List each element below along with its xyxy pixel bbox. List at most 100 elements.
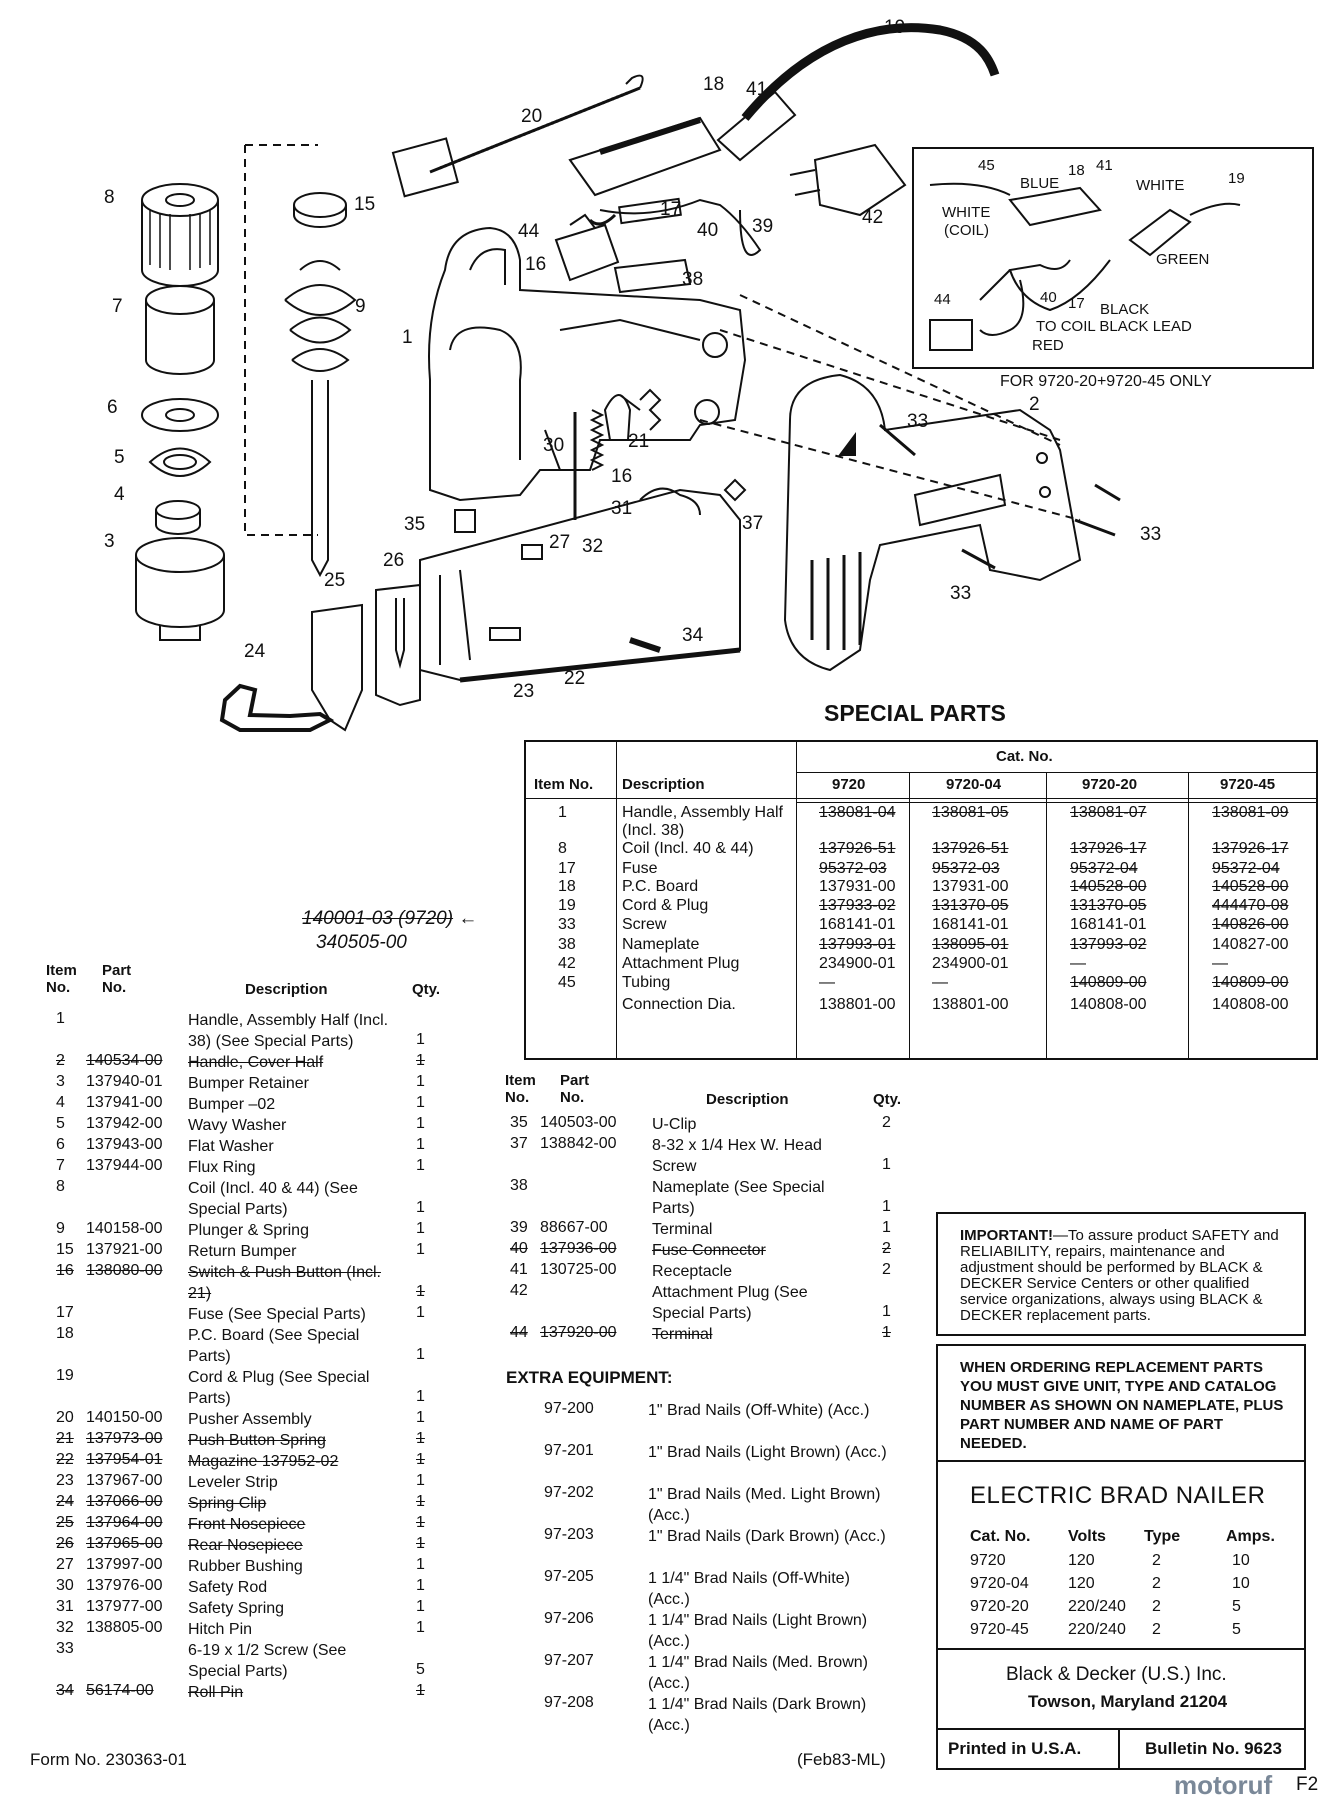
part-no: 140503-00 bbox=[540, 1114, 617, 1131]
part-description: Attachment Plug (See Special Parts) bbox=[652, 1284, 808, 1322]
item-no: 27 bbox=[56, 1556, 74, 1573]
part-no: 137941-00 bbox=[86, 1094, 163, 1111]
part-no: 137921-00 bbox=[86, 1241, 163, 1258]
svg-text:GREEN: GREEN bbox=[1156, 251, 1209, 268]
accessory-description: 1" Brad Nails (Off-White) (Acc.) bbox=[648, 1402, 870, 1419]
item-header: Item No. bbox=[46, 962, 77, 996]
item-no: 4 bbox=[56, 1094, 65, 1111]
item-no: 37 bbox=[510, 1135, 528, 1152]
part-header: Part No. bbox=[102, 962, 132, 996]
callout-2: 2 bbox=[1029, 394, 1040, 415]
item-no: 19 bbox=[56, 1367, 74, 1384]
catalog-part-number: 140809-00 bbox=[1070, 974, 1147, 991]
catalog-part-number: 140808-00 bbox=[1212, 996, 1289, 1013]
item-no: 34 bbox=[56, 1682, 74, 1699]
item-no: 40 bbox=[510, 1240, 528, 1257]
quantity: 1 bbox=[416, 1346, 425, 1363]
quantity: 2 bbox=[882, 1114, 891, 1131]
part-description: Attachment Plug bbox=[622, 955, 740, 972]
part-no: 56174-00 bbox=[86, 1682, 154, 1699]
callout-31: 31 bbox=[611, 498, 632, 519]
callout-38: 38 bbox=[682, 269, 703, 290]
callout-40: 40 bbox=[697, 220, 718, 241]
callout-3: 3 bbox=[104, 531, 115, 552]
svg-text:BLACK: BLACK bbox=[1100, 301, 1149, 318]
quantity: 1 bbox=[416, 1220, 425, 1237]
item-no: 38 bbox=[558, 936, 576, 953]
catalog-part-number: 131370-05 bbox=[932, 897, 1009, 914]
product-cell: 2 bbox=[1152, 1552, 1161, 1569]
part-no: 137944-00 bbox=[86, 1157, 163, 1174]
product-cell: 9720-20 bbox=[970, 1598, 1029, 1615]
quantity: 1 bbox=[416, 1619, 425, 1636]
part-description: Magazine 137952-02 bbox=[188, 1453, 339, 1470]
catalog-number: 97-207 bbox=[544, 1652, 594, 1669]
part-description: Coil (Incl. 40 & 44) (See Special Parts) bbox=[188, 1180, 358, 1218]
product-cell: 220/240 bbox=[1068, 1621, 1126, 1638]
part-no: 130725-00 bbox=[540, 1261, 617, 1278]
callout-5: 5 bbox=[114, 447, 125, 468]
catalog-part-number: — bbox=[1070, 955, 1086, 972]
product-header: Cat. No. bbox=[970, 1528, 1031, 1545]
model-header: 9720-20 bbox=[1082, 776, 1138, 793]
part-description: Flat Washer bbox=[188, 1138, 274, 1155]
product-cell: 9720-45 bbox=[970, 1621, 1029, 1638]
quantity: 1 bbox=[416, 1577, 425, 1594]
part-no: 88667-00 bbox=[540, 1219, 608, 1236]
qty-header: Qty. bbox=[412, 981, 441, 998]
part-description: Nameplate bbox=[622, 936, 700, 953]
part-no: 137977-00 bbox=[86, 1598, 163, 1615]
svg-text:17: 17 bbox=[1068, 295, 1085, 312]
catalog-part-number: 137926-17 bbox=[1070, 840, 1147, 857]
catalog-part-number: — bbox=[1212, 955, 1228, 972]
callout-16b: 16 bbox=[611, 466, 632, 487]
callout-24: 24 bbox=[244, 641, 266, 662]
catalog-part-number: 95372-03 bbox=[932, 860, 1000, 877]
quantity: 2 bbox=[882, 1261, 891, 1278]
item-no: 20 bbox=[56, 1409, 74, 1426]
item-no: 9 bbox=[56, 1220, 65, 1237]
svg-text:44: 44 bbox=[934, 291, 951, 308]
part-no: 137942-00 bbox=[86, 1115, 163, 1132]
quantity: 1 bbox=[416, 1493, 425, 1510]
callout-44: 44 bbox=[518, 221, 540, 242]
item-no: 45 bbox=[558, 974, 576, 991]
part-no: 138805-00 bbox=[86, 1619, 163, 1636]
part-no: 137997-00 bbox=[86, 1556, 163, 1573]
part-no: 137973-00 bbox=[86, 1430, 163, 1447]
part-no: 140534-00 bbox=[86, 1052, 163, 1069]
part-description: Fuse (See Special Parts) bbox=[188, 1306, 366, 1323]
accessory-description: 1" Brad Nails (Dark Brown) (Acc.) bbox=[648, 1528, 886, 1545]
quantity: 1 bbox=[416, 1472, 425, 1489]
callout-19: 19 bbox=[884, 17, 905, 38]
page-number: F2 bbox=[1296, 1774, 1319, 1795]
part-description: 8-32 x 1/4 Hex W. Head Screw bbox=[652, 1137, 822, 1175]
part-description: P.C. Board bbox=[622, 878, 699, 895]
catalog-part-number: 131370-05 bbox=[1070, 897, 1147, 914]
quantity: 5 bbox=[416, 1661, 425, 1678]
catalog-part-number: 95372-04 bbox=[1212, 860, 1280, 877]
qty-header: Qty. bbox=[873, 1091, 902, 1108]
item-no: 38 bbox=[510, 1177, 528, 1194]
catalog-part-number: 168141-01 bbox=[932, 916, 1009, 933]
part-description: Handle, Assembly Half (Incl. 38) bbox=[622, 804, 783, 839]
item-header: Item No. bbox=[505, 1072, 536, 1106]
callout-6: 6 bbox=[107, 397, 118, 418]
product-cell: 120 bbox=[1068, 1552, 1095, 1569]
part-description: Terminal bbox=[652, 1221, 713, 1238]
part-description: Fuse Connector bbox=[652, 1242, 766, 1259]
part-description: Bumper Retainer bbox=[188, 1075, 309, 1092]
part-description: Plunger & Spring bbox=[188, 1222, 309, 1239]
quantity: 1 bbox=[416, 1430, 425, 1447]
item-no: 23 bbox=[56, 1472, 74, 1489]
catalog-number: 97-200 bbox=[544, 1400, 594, 1417]
item-no: 26 bbox=[56, 1535, 74, 1552]
callout-32: 32 bbox=[582, 536, 603, 557]
quantity: 1 bbox=[416, 1304, 425, 1321]
catalog-part-number: 444470-08 bbox=[1212, 897, 1289, 914]
catalog-part-number: 138081-07 bbox=[1070, 804, 1147, 821]
callout-9: 9 bbox=[355, 296, 366, 317]
accessory-description: 1 1/4" Brad Nails (Off-White) (Acc.) bbox=[648, 1570, 850, 1608]
item-no: 33 bbox=[558, 916, 576, 933]
item-no: 15 bbox=[56, 1241, 74, 1258]
